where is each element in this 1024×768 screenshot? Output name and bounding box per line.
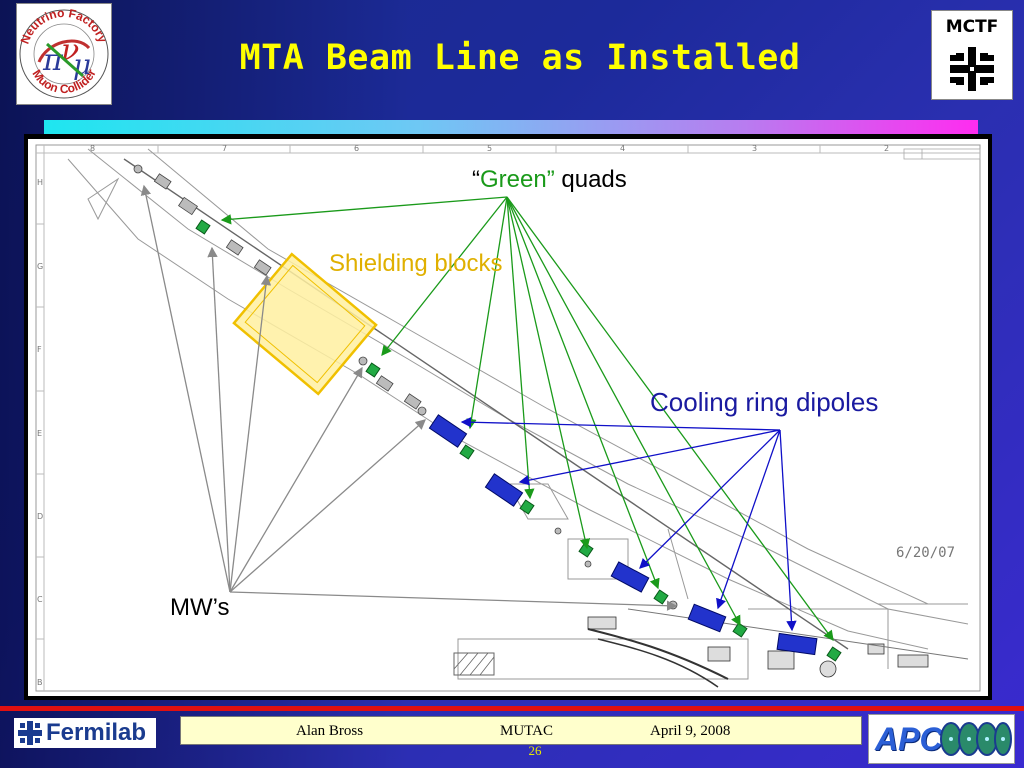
fermilab-icon bbox=[18, 721, 42, 745]
apc-logo: APC bbox=[868, 714, 1015, 764]
col-label-4: 4 bbox=[620, 144, 625, 153]
green-quad-8 bbox=[826, 646, 842, 662]
fermilab-logo-text: Fermilab bbox=[46, 719, 147, 746]
green-quads-word: Green” bbox=[480, 166, 555, 193]
slide-title: MTA Beam Line as Installed bbox=[239, 38, 801, 78]
neutrino-factory-emblem: π ν μ Neutrino Factory Muon Collider bbox=[18, 6, 110, 99]
drawing-date: 6/20/07 bbox=[896, 545, 955, 561]
col-label-7: 7 bbox=[222, 144, 227, 153]
apc-logo-text: APC bbox=[875, 721, 943, 757]
svg-text:π: π bbox=[42, 43, 64, 78]
dipole-2 bbox=[484, 473, 524, 507]
green-quads-open-quote: “ bbox=[472, 166, 480, 193]
green-quad-6 bbox=[653, 589, 669, 605]
green-quad-4 bbox=[519, 499, 535, 515]
col-label-3: 3 bbox=[752, 144, 757, 153]
footer-event: MUTAC bbox=[500, 723, 553, 739]
col-label-5: 5 bbox=[487, 144, 492, 153]
apc-rings-icon bbox=[940, 722, 1012, 756]
col-label-8: 8 bbox=[90, 144, 95, 153]
dipole-4 bbox=[687, 603, 727, 633]
cooling-ring-dipoles-label: Cooling ring dipoles bbox=[650, 387, 879, 417]
col-label-6: 6 bbox=[354, 144, 359, 153]
green-quads-label: “Green” quads bbox=[472, 166, 627, 194]
footer-author: Alan Bross bbox=[296, 723, 364, 739]
footer-divider bbox=[0, 706, 1024, 711]
mctf-logo-text: MCTF bbox=[945, 17, 999, 37]
row-label-d: D bbox=[37, 512, 43, 521]
dipole-3 bbox=[610, 561, 650, 593]
row-label-b: B bbox=[37, 678, 43, 687]
row-label-h: H bbox=[37, 178, 43, 187]
footer-box bbox=[180, 716, 862, 745]
neutrino-factory-logo: π ν μ Neutrino Factory Muon Collider bbox=[16, 3, 112, 105]
green-quad-5 bbox=[578, 542, 594, 558]
fermilab-emblem-icon bbox=[950, 47, 994, 91]
col-label-2: 2 bbox=[884, 144, 889, 153]
row-label-f: F bbox=[37, 345, 42, 354]
green-quad-2 bbox=[365, 362, 381, 378]
shielding-blocks-label: Shielding blocks bbox=[329, 250, 503, 277]
mws-label: MW’s bbox=[170, 594, 230, 621]
row-label-g: G bbox=[37, 262, 43, 271]
fermilab-logo: Fermilab bbox=[14, 718, 156, 748]
dipole-1 bbox=[428, 414, 468, 448]
row-label-c: C bbox=[37, 595, 43, 604]
page-number: 26 bbox=[528, 743, 542, 758]
green-quad-1 bbox=[195, 219, 211, 235]
title-underline-bar bbox=[44, 120, 978, 134]
green-quads-rest: quads bbox=[554, 166, 627, 193]
footer-date: April 9, 2008 bbox=[650, 723, 731, 739]
green-quad-3 bbox=[459, 444, 475, 460]
mctf-logo: MCTF bbox=[931, 10, 1013, 100]
shielding-block-inner bbox=[244, 264, 366, 384]
row-label-e: E bbox=[37, 429, 42, 438]
